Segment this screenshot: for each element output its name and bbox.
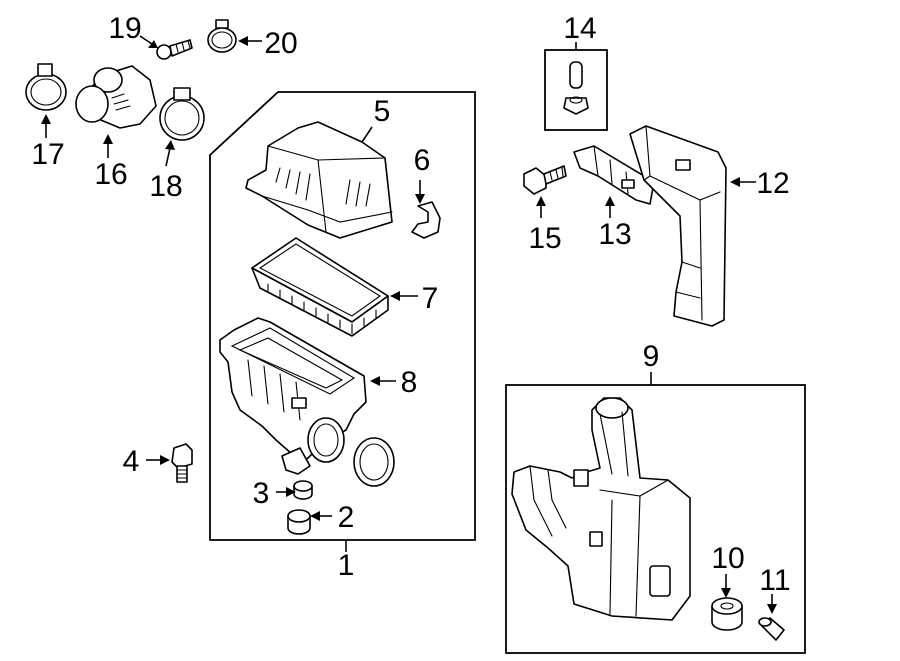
air-cleaner-lower-housing	[219, 317, 367, 475]
callout-12: 12	[756, 167, 789, 200]
callout-13: 13	[598, 218, 631, 251]
callout-2: 2	[338, 501, 355, 534]
callout-5: 5	[374, 95, 391, 128]
resonator-grommet	[711, 597, 743, 631]
leader-5	[361, 126, 373, 143]
arrow-4	[160, 455, 170, 465]
arrow-10	[721, 588, 731, 598]
grommet-large	[287, 509, 311, 535]
leader-19	[139, 35, 153, 45]
fastener-nut	[563, 96, 589, 115]
callout-10: 10	[711, 542, 744, 575]
clip	[411, 201, 441, 239]
resonator	[511, 397, 691, 621]
arrow-7	[390, 291, 400, 301]
arrow-18	[165, 140, 175, 150]
leader-18	[165, 147, 171, 167]
callout-9: 9	[643, 340, 660, 373]
hose-clamp-20	[207, 19, 237, 53]
callout-3: 3	[253, 477, 270, 510]
callout-8: 8	[401, 366, 418, 399]
callout-1: 1	[338, 549, 355, 582]
air-filter-element	[251, 237, 389, 337]
bracket	[573, 145, 655, 205]
callout-4: 4	[123, 445, 140, 478]
callout-6: 6	[414, 144, 431, 177]
callout-20: 20	[264, 27, 297, 60]
callout-19: 19	[108, 12, 141, 45]
resonator-assembly-box	[505, 384, 806, 654]
mounting-bolt	[171, 443, 193, 483]
callout-17: 17	[31, 138, 64, 171]
hose-clamp-left	[25, 63, 67, 111]
callout-16: 16	[94, 158, 127, 191]
callout-7: 7	[422, 282, 439, 315]
arrow-15	[536, 196, 546, 206]
air-cleaner-cover	[245, 121, 393, 239]
grommet-small	[293, 480, 313, 500]
arrow-20	[238, 36, 248, 46]
intake-duct	[75, 65, 157, 129]
callout-11: 11	[759, 564, 790, 597]
arrow-16	[103, 134, 113, 144]
callout-18: 18	[149, 170, 182, 203]
air-intake-duct	[629, 125, 727, 327]
arrow-19	[148, 40, 158, 48]
fastener-pin	[569, 61, 583, 89]
callout-14: 14	[563, 12, 596, 45]
arrow-2	[310, 511, 320, 521]
arrow-8	[370, 376, 380, 386]
arrow-12	[730, 177, 740, 187]
arrow-3	[286, 487, 296, 497]
arrow-17	[41, 114, 51, 124]
arrow-6	[415, 194, 425, 204]
resonator-pin	[758, 617, 785, 641]
arrow-11	[767, 604, 777, 614]
duct-ring	[353, 437, 395, 487]
hose-clamp-right	[159, 87, 205, 141]
callout-15: 15	[528, 222, 561, 255]
bolt-19	[156, 39, 193, 60]
air-cleaner-assembly-box	[209, 91, 476, 541]
bolt-15	[523, 165, 567, 195]
arrow-13	[605, 196, 615, 206]
